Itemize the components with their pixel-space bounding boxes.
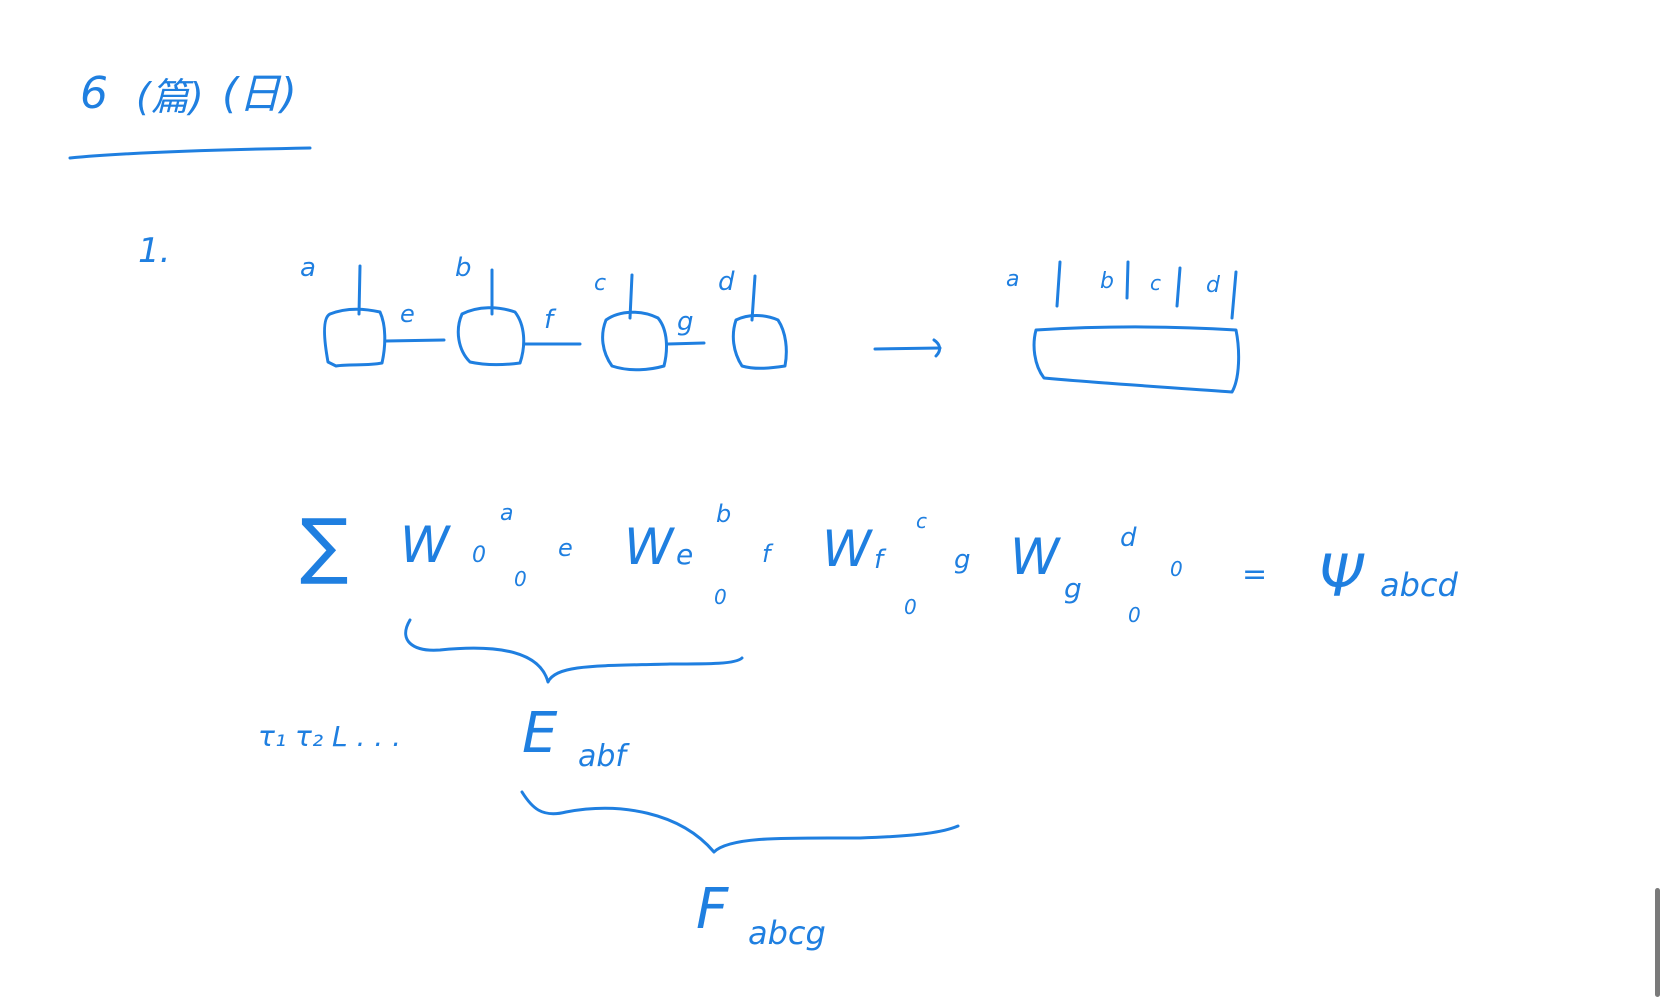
result-indices: abcd xyxy=(1380,566,1459,604)
brace-1 xyxy=(404,618,744,684)
term-2-right: f xyxy=(762,540,774,568)
tensor-box-1 xyxy=(323,307,387,368)
term-1-sub: 0 xyxy=(472,543,486,568)
site-label-a: a xyxy=(300,253,316,283)
bond-label-f: f xyxy=(544,305,557,335)
tensor-box-2 xyxy=(456,306,526,367)
site-label-b: b xyxy=(455,253,472,283)
term-3-bottom: 0 xyxy=(904,595,917,619)
arrow-right-icon xyxy=(873,338,942,358)
bond-label-e: e xyxy=(400,300,415,328)
merged-leg-c xyxy=(1175,266,1182,308)
brace-1-indices: abf xyxy=(578,739,630,774)
merged-leg-label-c: c xyxy=(1150,271,1161,295)
title-group: 6 (篇) (日) xyxy=(68,68,312,160)
leg-d xyxy=(750,274,757,322)
term-3-sup: c xyxy=(916,509,927,533)
side-note: τ₁ τ₂ L . . . xyxy=(258,720,401,753)
result-symbol: Ψ xyxy=(1318,542,1365,610)
term-4-bottom: 0 xyxy=(1128,603,1141,627)
term-1-base: W xyxy=(400,516,451,574)
equation: ∑ W a 0 e 0 W b e f 0 W c f g 0 W d g 0 … xyxy=(300,500,1459,627)
vertical-scrollbar[interactable] xyxy=(1655,888,1660,997)
tensor-box-3 xyxy=(601,310,668,372)
term-1-sup: a xyxy=(500,501,513,526)
brace-2-base: F xyxy=(696,877,729,942)
term-4-base: W xyxy=(1010,528,1061,586)
merged-tensor: a b c d xyxy=(1006,260,1241,394)
equals-sign: = xyxy=(1242,557,1267,592)
term-1-bottom: 0 xyxy=(514,567,527,591)
bond-g xyxy=(666,341,706,346)
site-label-d: d xyxy=(718,267,735,297)
leg-a xyxy=(357,264,362,316)
title-number: 6 xyxy=(80,68,108,119)
bond-e xyxy=(384,338,446,343)
term-4-sup: d xyxy=(1120,523,1137,553)
term-2-sup: b xyxy=(716,500,731,528)
item-marker: 1. xyxy=(138,231,170,271)
term-3-right: g xyxy=(954,545,971,575)
term-3-sub: f xyxy=(874,545,887,575)
brace-2-indices: abcg xyxy=(748,914,826,952)
title-hanzi-1: (篇) xyxy=(136,75,204,119)
merged-leg-label-d: d xyxy=(1206,273,1221,298)
tensor-box-4 xyxy=(731,314,788,370)
term-4-right: 0 xyxy=(1170,557,1183,581)
title-underline xyxy=(68,146,312,160)
bond-label-g: g xyxy=(677,307,694,337)
site-label-c: c xyxy=(594,271,606,296)
merged-tensor-box xyxy=(1032,325,1241,394)
term-2-base: W xyxy=(624,518,675,576)
tensor-chain: a b c d e f g xyxy=(300,253,788,372)
merged-leg-label-b: b xyxy=(1100,269,1114,294)
brace-2 xyxy=(520,790,960,854)
merged-leg-b xyxy=(1125,260,1130,300)
title-hanzi-2: (日) xyxy=(222,69,297,118)
term-1-right: e xyxy=(558,534,573,562)
term-2-sub: e xyxy=(676,538,693,571)
term-2-bottom: 0 xyxy=(714,585,727,609)
term-3-base: W xyxy=(822,520,873,578)
sum-symbol: ∑ xyxy=(300,503,349,587)
merged-leg-label-a: a xyxy=(1006,267,1019,292)
merged-leg-a xyxy=(1055,260,1062,308)
brace-1-base: E xyxy=(522,701,558,766)
merged-leg-d xyxy=(1230,270,1238,320)
term-4-sub: g xyxy=(1064,572,1082,605)
